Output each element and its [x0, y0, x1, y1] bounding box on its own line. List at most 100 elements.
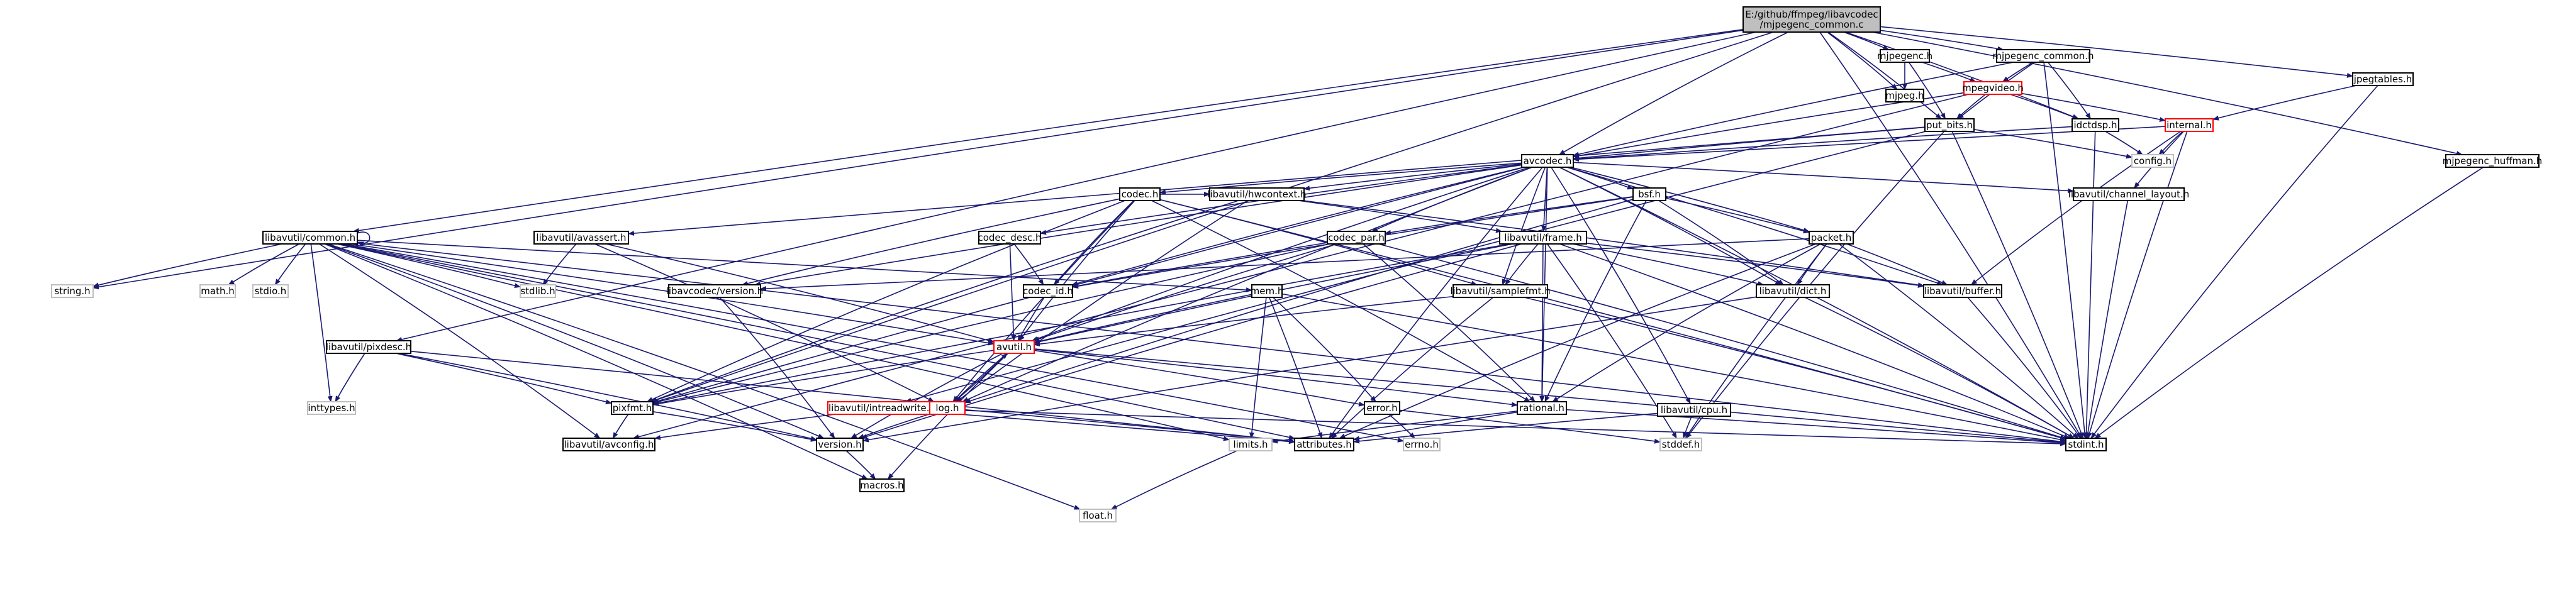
- include-edge-put_bits_h-to-stdint_h: [1951, 131, 2084, 439]
- header-node-mpegvideo-h[interactable]: mpegvideo.h: [1962, 81, 2024, 95]
- header-node-root[interactable]: E:/github/ffmpeg/libavcodec/mjpegenc_com…: [1742, 6, 1881, 33]
- node-box: [307, 401, 356, 415]
- include-edge-mjpegenc_common_h-to-mpegvideo_h: [2002, 62, 2034, 82]
- header-node-limits-h[interactable]: limits.h: [1229, 438, 1273, 451]
- header-node-version-h[interactable]: version.h: [816, 438, 864, 451]
- node-label: E:/github/ffmpeg/libavcodec: [1745, 9, 1878, 20]
- node-label: stdint.h: [2068, 439, 2104, 450]
- node-label: bsf.h: [1638, 189, 1661, 200]
- node-label: string.h: [54, 285, 90, 297]
- node-label: errno.h: [1405, 439, 1439, 450]
- header-node-common-h[interactable]: libavutil/common.h: [262, 231, 358, 245]
- header-node-config-h[interactable]: config.h: [2131, 154, 2174, 168]
- include-edge-mjpegenc_common_h-to-avcodec_h: [1573, 62, 2014, 157]
- node-box: [2131, 154, 2174, 168]
- include-edge-bsf_h-to-codec_par_h: [1385, 196, 1634, 235]
- node-box: [520, 284, 556, 298]
- node-label: avcodec.h: [1524, 155, 1572, 167]
- include-edge-internal_h-to-config_h: [2158, 131, 2183, 155]
- header-node-mjpeg-h[interactable]: mjpeg.h: [1885, 89, 1924, 102]
- include-edge-mpegvideo_h-to-idctdsp_h: [2010, 94, 2079, 119]
- include-edge-log_h-to-avutil_h: [954, 353, 1008, 402]
- header-node-frame-h[interactable]: libavutil/frame.h: [1499, 231, 1587, 245]
- header-node-packet-h[interactable]: packet.h: [1809, 231, 1854, 245]
- header-node-stdint-h[interactable]: stdint.h: [2065, 438, 2107, 451]
- header-node-avconfig-h[interactable]: libavutil/avconfig.h: [562, 438, 655, 451]
- header-node-channel-layout-h[interactable]: libavutil/channel_layout.h: [2068, 187, 2190, 201]
- header-node-log-h[interactable]: log.h: [929, 401, 966, 415]
- header-node-mjpegenc-huffman-h[interactable]: mjpegenc_huffman.h: [2443, 154, 2542, 168]
- header-node-macros-h[interactable]: macros.h: [859, 478, 905, 492]
- node-box: [326, 340, 411, 354]
- include-edge-bsf_h-to-packet_h: [1665, 197, 1810, 234]
- header-node-avutil-h[interactable]: avutil.h: [993, 340, 1035, 354]
- header-node-attributes-h[interactable]: attributes.h: [1294, 438, 1354, 451]
- include-edge-common_h-to-string_h: [92, 243, 282, 288]
- include-edge-common_h-to-errno_h: [343, 243, 1404, 443]
- header-node-idctdsp-h[interactable]: idctdsp.h: [2071, 118, 2119, 132]
- include-edge-buffer_h-to-stdint_h: [1967, 297, 2082, 439]
- header-node-avassert-h[interactable]: libavutil/avassert.h: [533, 231, 629, 245]
- header-node-bsf-h[interactable]: bsf.h: [1632, 187, 1666, 201]
- include-edge-idctdsp_h-to-avcodec_h: [1573, 126, 2073, 162]
- header-node-lav-version-h[interactable]: libavcodec/version.h: [666, 284, 764, 298]
- include-edge-avutil_h-to-macros_h: [887, 353, 1009, 480]
- node-layer: E:/github/ffmpeg/libavcodec/mjpegenc_com…: [51, 6, 2542, 522]
- header-node-samplefmt-h[interactable]: libavutil/samplefmt.h: [1450, 284, 1551, 298]
- header-node-internal-h[interactable]: internal.h: [2165, 118, 2214, 132]
- header-node-error-h[interactable]: error.h: [1364, 401, 1400, 415]
- header-node-intreadwrite-h[interactable]: libavutil/intreadwrite.h: [827, 401, 937, 415]
- node-label: libavutil/avassert.h: [536, 232, 626, 243]
- header-node-float-h[interactable]: float.h: [1079, 509, 1117, 522]
- header-node-stdio-h[interactable]: stdio.h: [252, 284, 289, 298]
- include-edge-pixdesc_h-to-attributes_h: [410, 351, 1295, 444]
- header-node-put-bits-h[interactable]: put_bits.h: [1924, 118, 1975, 132]
- header-node-jpegtables-h[interactable]: jpegtables.h: [2352, 72, 2414, 86]
- node-label: config.h: [2134, 155, 2172, 167]
- header-node-inttypes-h[interactable]: inttypes.h: [307, 401, 356, 415]
- include-edge-common_h-to-stdlib_h: [337, 243, 521, 289]
- header-node-string-h[interactable]: string.h: [51, 284, 94, 298]
- header-node-rational-h[interactable]: rational.h: [1517, 401, 1567, 415]
- include-edge-frame_h-to-pixfmt_h: [652, 243, 1510, 406]
- header-node-mem-h[interactable]: mem.h: [1251, 284, 1284, 298]
- node-box: [1403, 438, 1441, 451]
- node-label: limits.h: [1233, 439, 1268, 450]
- header-node-codec-par-h[interactable]: codec_par.h: [1327, 231, 1386, 245]
- node-label: libavutil/channel_layout.h: [2068, 189, 2190, 201]
- include-edge-pixdesc_h-to-version_h: [399, 353, 817, 441]
- include-edge-cpu_h-to-attributes_h: [1353, 412, 1658, 444]
- include-edge-common_h-to-inttypes_h: [310, 243, 333, 402]
- include-edge-internal_h-to-stdint_h: [2087, 131, 2188, 439]
- include-edge-avcodec_h-to-stdint_h: [1559, 167, 2075, 439]
- header-node-mjpegenc-h[interactable]: mjpegenc.h: [1877, 49, 1932, 63]
- header-node-codec-id-h[interactable]: codec_id.h: [1023, 284, 1073, 298]
- header-node-codec-desc-h[interactable]: codec_desc.h: [978, 231, 1042, 245]
- header-node-dict-h[interactable]: libavutil/dict.h: [1756, 284, 1830, 298]
- node-label: libavutil/avconfig.h: [564, 439, 654, 450]
- node-label: mjpegenc.h: [1877, 50, 1932, 62]
- header-node-pixdesc-h[interactable]: libavutil/pixdesc.h: [326, 340, 411, 354]
- header-node-errno-h[interactable]: errno.h: [1403, 438, 1441, 451]
- node-box: [1880, 49, 1930, 63]
- header-node-cpu-h[interactable]: libavutil/cpu.h: [1657, 403, 1731, 417]
- node-box: [1756, 284, 1830, 298]
- include-edge-avassert_h-to-log_h: [594, 243, 935, 402]
- header-node-math-h[interactable]: math.h: [199, 284, 236, 298]
- header-node-stddef-h[interactable]: stddef.h: [1659, 438, 1702, 451]
- header-node-pixfmt-h[interactable]: pixfmt.h: [611, 401, 654, 415]
- node-label: jpegtables.h: [2353, 74, 2412, 85]
- node-box: [1632, 187, 1666, 201]
- header-node-avcodec-h[interactable]: avcodec.h: [1521, 154, 1574, 168]
- include-edge-pixfmt_h-to-avconfig_h: [612, 414, 629, 439]
- header-node-codec-h[interactable]: codec.h: [1119, 187, 1161, 201]
- node-label: float.h: [1083, 510, 1113, 521]
- include-edge-avutil_h-to-pixfmt_h: [652, 350, 995, 407]
- include-edge-frame_h-to-rational_h: [1539, 243, 1545, 402]
- header-node-stdlib-h[interactable]: stdlib.h: [520, 284, 556, 298]
- node-label: libavutil/intreadwrite.h: [828, 402, 935, 414]
- include-edge-avcodec_h-to-lav_version_h: [754, 164, 1522, 287]
- header-node-buffer-h[interactable]: libavutil/buffer.h: [1923, 284, 2002, 298]
- header-node-mjpegenc-common-h[interactable]: mjpegenc_common.h: [1992, 49, 2094, 63]
- header-node-hwcontext-h[interactable]: libavutil/hwcontext.h: [1207, 187, 1307, 201]
